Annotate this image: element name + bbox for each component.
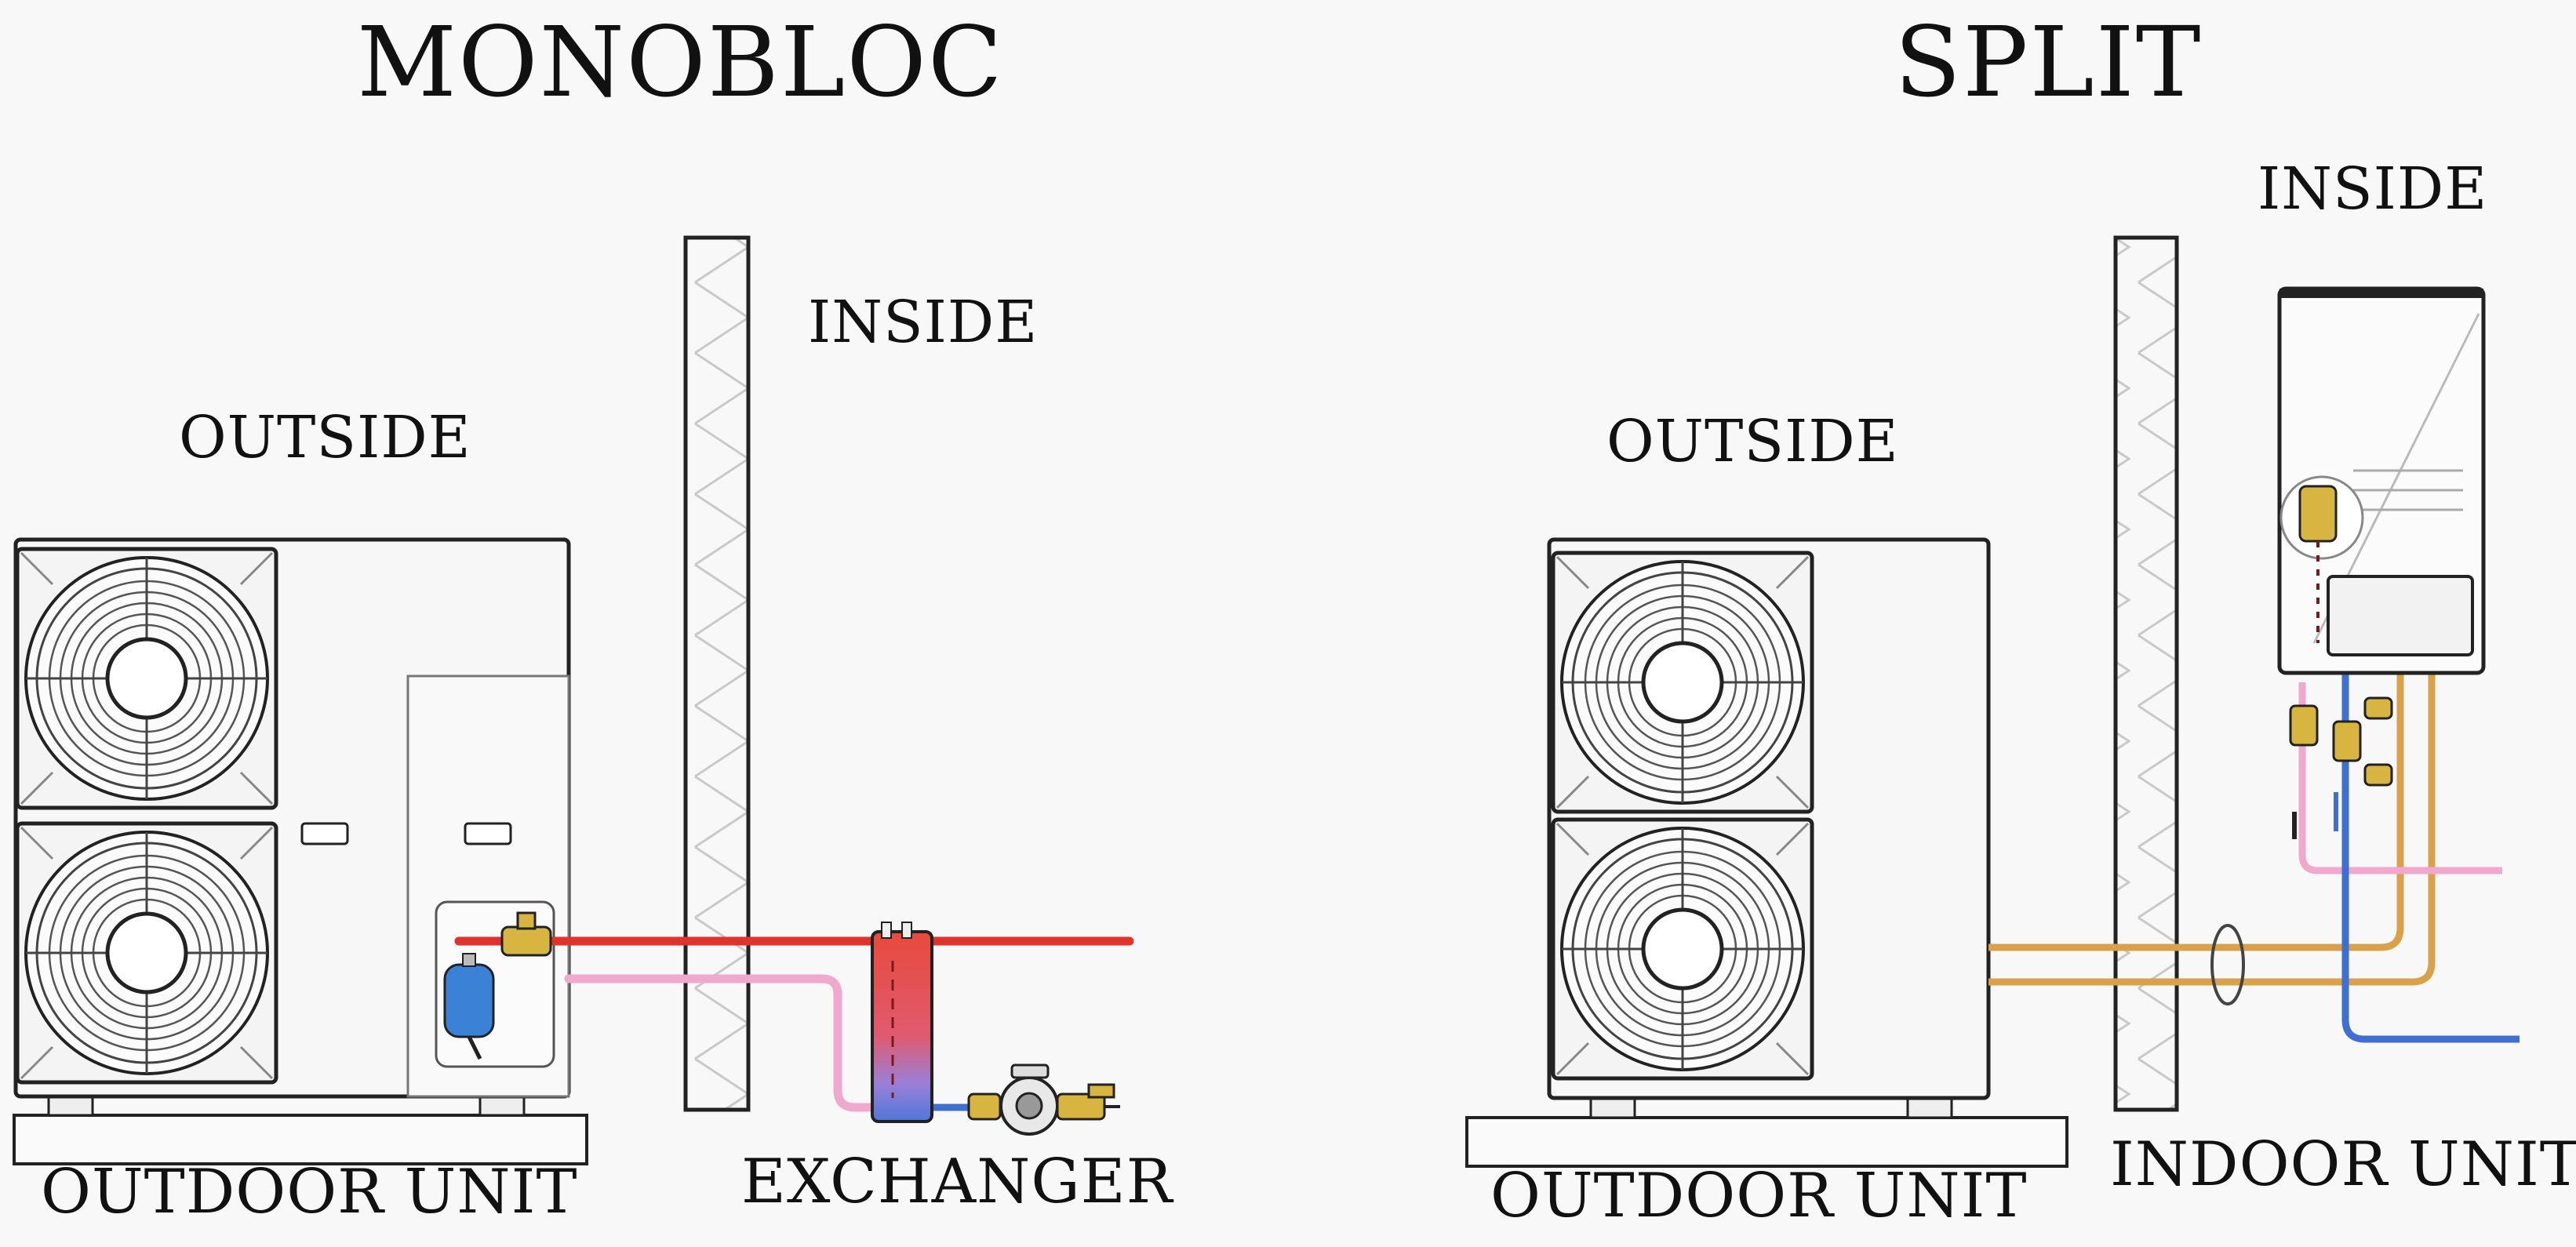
split-valves <box>2289 696 2393 839</box>
monobloc-outdoor-unit <box>13 537 571 1099</box>
split-title: SPLIT <box>1894 6 2203 119</box>
split-fan-top <box>1553 553 1812 812</box>
split-wall <box>2113 235 2179 1112</box>
split-base-slab <box>1465 1096 2068 1168</box>
split-diagram <box>1465 235 2520 1168</box>
split-fan-bottom <box>1553 820 1812 1078</box>
monobloc-diagram <box>13 235 1134 1165</box>
monobloc-title: MONOBLOC <box>357 6 1004 119</box>
monobloc-inside-label: INSIDE <box>808 289 1039 356</box>
monobloc-valve <box>500 911 552 957</box>
monobloc-exchanger-label: EXCHANGER <box>741 1147 1173 1217</box>
split-indoor-unit <box>2277 286 2486 675</box>
split-indoor-unit-label: INDOOR UNIT <box>2110 1129 2576 1200</box>
monobloc-circulation-pump <box>967 1063 1120 1136</box>
monobloc-wall <box>683 235 751 1112</box>
monobloc-expansion-vessel <box>443 953 495 1060</box>
split-outdoor-unit-label: OUTDOOR UNIT <box>1490 1161 2028 1231</box>
split-outside-label: OUTSIDE <box>1606 408 1899 475</box>
monobloc-base-slab <box>13 1095 588 1165</box>
monobloc-plate-exchanger <box>871 922 933 1123</box>
monobloc-outside-label: OUTSIDE <box>179 404 471 471</box>
monobloc-fan-bottom <box>17 823 276 1082</box>
split-outdoor-unit <box>1547 537 1991 1100</box>
split-inside-label: INSIDE <box>2258 155 2488 223</box>
split-water-lines <box>2298 674 2520 1043</box>
monobloc-outdoor-unit-label: OUTDOOR UNIT <box>41 1157 578 1227</box>
monobloc-fan-top <box>17 549 276 808</box>
split-refrigerant-lines <box>1988 674 2436 1005</box>
